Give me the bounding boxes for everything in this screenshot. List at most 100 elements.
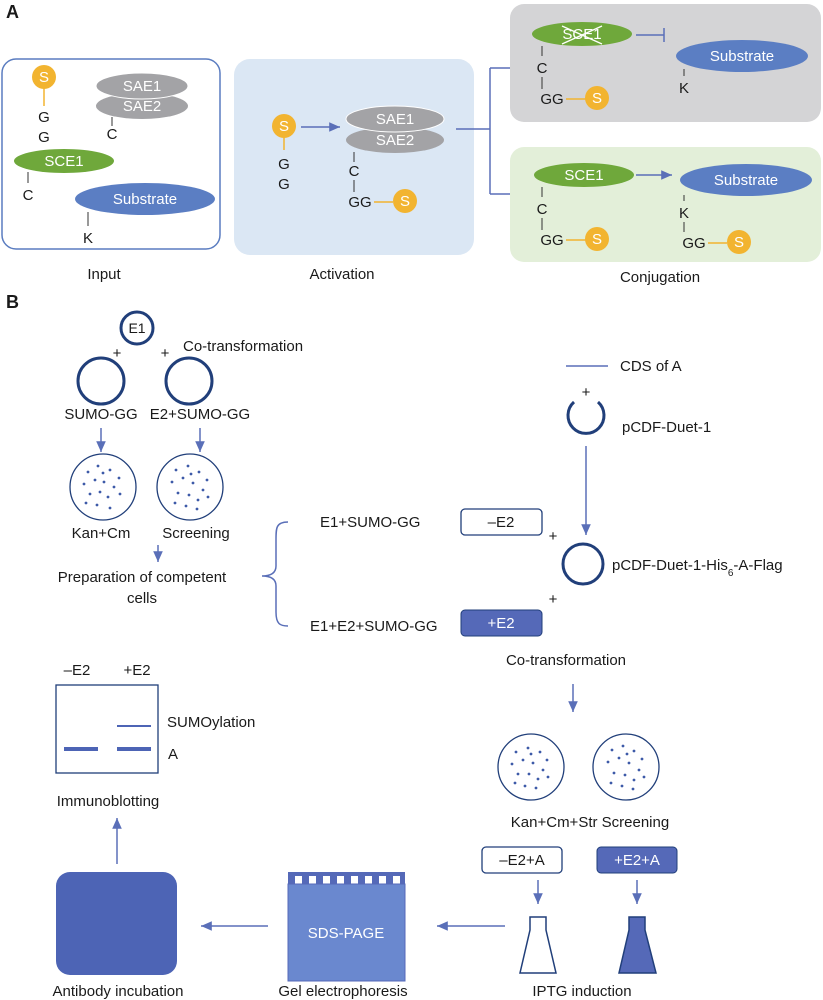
conj-top-lys: K <box>679 80 689 97</box>
conj-top-substrate-label: Substrate <box>710 48 774 65</box>
plus-right: + <box>161 345 170 362</box>
conj-bottom-substrate-label: Substrate <box>714 172 778 189</box>
flask-minus-e2 <box>519 916 557 974</box>
cds-legend-label: CDS of A <box>620 358 682 375</box>
sumoylation-label: SUMOylation <box>167 714 255 731</box>
minus-e2-a-box <box>481 846 563 874</box>
plate-kan-cm-colonies <box>82 464 122 510</box>
plate-screening <box>156 453 224 521</box>
minus-e2-a-label: –E2+A <box>499 852 544 869</box>
plus-e2-label: +E2 <box>487 615 514 632</box>
plus-left: + <box>113 345 122 362</box>
bracket <box>261 521 289 627</box>
conj-bottom-gg: GG <box>540 232 563 249</box>
sumo-label: S <box>39 69 49 86</box>
act-gg-sumo-label: S <box>400 193 410 210</box>
conjugation-top-panel: SCE1 Substrate K C GG S <box>510 4 821 122</box>
conjugation-caption: Conjugation <box>620 269 700 286</box>
minus-e2-label: –E2 <box>488 514 515 531</box>
substrate-label: Substrate <box>113 191 177 208</box>
conj-bottom-sce1-label: SCE1 <box>564 167 603 184</box>
construct-label: pCDF-Duet-1-His6-A-Flag <box>612 557 783 579</box>
conj-bottom-substrate-ellipse <box>680 164 812 196</box>
plus-e2-a-label: +E2+A <box>614 852 660 869</box>
sumo-g2: G <box>38 129 50 146</box>
conj-bottom-cys: C <box>537 201 548 218</box>
sce1-label: SCE1 <box>44 153 83 170</box>
substrate-lys: K <box>83 230 93 247</box>
sds-page-label: SDS-PAGE <box>308 925 384 942</box>
act-sae-cys: C <box>349 163 360 180</box>
sae-cys: C <box>107 126 118 143</box>
sumo-gg-label: SUMO-GG <box>64 406 137 423</box>
plus-e2-box <box>460 609 543 637</box>
sce1-cys: C <box>23 187 34 204</box>
gel-electrophoresis-label: Gel electrophoresis <box>278 983 407 1000</box>
cotransformation-top: Co-transformation <box>183 338 303 355</box>
antibody-incubation-label: Antibody incubation <box>53 983 184 1000</box>
conj-bottom-sub-gg: GG <box>682 235 705 252</box>
construct-plasmid <box>561 542 605 586</box>
activation-caption: Activation <box>309 266 374 283</box>
plate-plus-e2-colonies <box>606 744 646 791</box>
sae2-ellipse <box>96 93 188 119</box>
act-gg: GG <box>348 194 371 211</box>
membrane-block <box>56 872 177 975</box>
act-sumo-circle <box>272 114 296 138</box>
e2-sumo-gg-plasmid <box>164 356 214 406</box>
construct-label-suffix: -A-Flag <box>733 557 782 574</box>
plus-vector: + <box>582 384 591 401</box>
sae1-ellipse <box>95 72 189 100</box>
conj-top-sce1-ellipse <box>532 22 632 46</box>
kan-cm-str-label: Kan+Cm+Str Screening <box>511 814 669 831</box>
conj-top-cys: C <box>537 60 548 77</box>
plate-minus-e2 <box>497 733 565 801</box>
act-sumo-label: S <box>279 118 289 135</box>
plate-screening-colonies <box>170 464 210 511</box>
e2-sumo-gg-label: E2+SUMO-GG <box>150 406 250 423</box>
plus-right-top: + <box>549 528 558 545</box>
panel-b-label: B <box>6 292 19 312</box>
open-vector <box>566 400 606 435</box>
sumo-circle <box>32 65 56 89</box>
construct-label-prefix: pCDF-Duet-1-His <box>612 557 728 574</box>
gel-comb-teeth <box>288 872 405 885</box>
sumo-g1: G <box>38 109 50 126</box>
panel-a-label: A <box>6 2 19 22</box>
substrate-ellipse <box>75 183 215 215</box>
e1-plasmid <box>119 310 155 346</box>
input-panel: S G G SAE1 SAE2 C SCE1 C Substrate K <box>1 58 221 250</box>
blot-frame <box>55 684 159 774</box>
kan-cm-label: Kan+Cm <box>72 525 131 542</box>
cotransformation-mid: Co-transformation <box>506 652 626 669</box>
sumo-gg-plasmid <box>76 356 126 406</box>
sds-page-gel <box>287 883 406 982</box>
immunoblotting-label: Immunoblotting <box>57 793 160 810</box>
pcdf-duet-label: pCDF-Duet-1 <box>622 419 711 436</box>
conj-top-gg: GG <box>540 91 563 108</box>
conj-top-substrate-ellipse <box>676 40 808 72</box>
prep-line-1: Preparation of competent <box>58 569 227 586</box>
sae1-label: SAE1 <box>123 78 161 95</box>
act-sae2-ellipse <box>346 127 444 153</box>
sae2-label: SAE2 <box>123 98 161 115</box>
sce1-ellipse <box>14 149 114 173</box>
flask-plus-e2 <box>618 916 657 974</box>
conj-top-sumo <box>585 86 609 110</box>
plate-kan-cm <box>69 453 137 521</box>
plate-plus-e2 <box>592 733 660 801</box>
conj-bottom-sub-sumo-label: S <box>734 234 744 251</box>
act-sumo-g2: G <box>278 176 290 193</box>
e1-e2-sumo-gg-label: E1+E2+SUMO-GG <box>310 618 438 635</box>
input-caption: Input <box>87 266 121 283</box>
branch-arrows <box>456 63 524 199</box>
act-sae1-label: SAE1 <box>376 111 414 128</box>
minus-e2-box <box>460 508 543 536</box>
conj-bottom-sub-sumo <box>727 230 751 254</box>
plate-minus-e2-colonies <box>510 746 550 790</box>
band-a-label: A <box>168 746 178 763</box>
conj-bottom-sumo-label: S <box>592 231 602 248</box>
plus-right-bottom: + <box>549 591 558 608</box>
conj-bottom-sce1-ellipse <box>534 163 634 187</box>
